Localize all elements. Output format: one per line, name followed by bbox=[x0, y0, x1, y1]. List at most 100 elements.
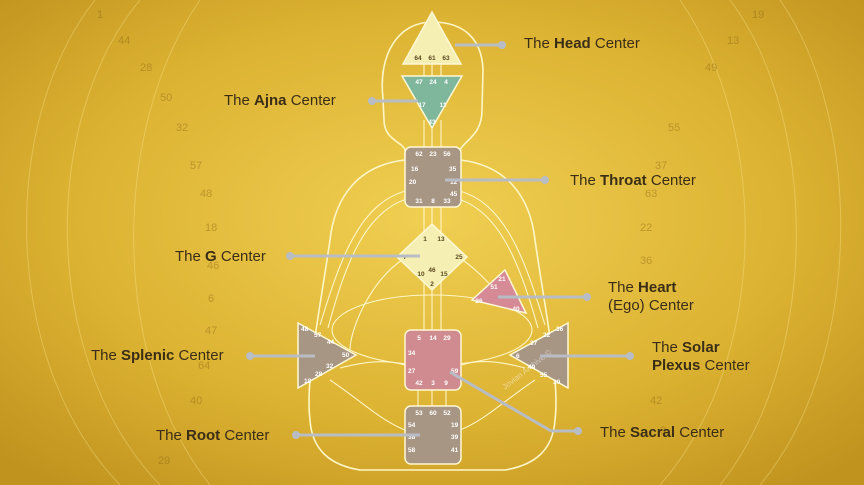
gate-label: 43 bbox=[428, 119, 436, 126]
background-number: 64 bbox=[198, 360, 211, 372]
label-suffix: Center bbox=[216, 248, 266, 265]
background-number: 48 bbox=[200, 188, 213, 200]
gate-label: 9 bbox=[444, 380, 448, 387]
label-suffix: Center bbox=[220, 427, 270, 444]
background-number: 47 bbox=[205, 325, 218, 337]
heart-center-label: The Heart (Ego) Center bbox=[608, 279, 694, 315]
throat-center: 62 23 56 16 35 20 12 45 31 8 33 bbox=[404, 146, 462, 208]
label-line2: (Ego) Center bbox=[608, 297, 694, 314]
head-center-label: The Head Center bbox=[524, 35, 640, 53]
label-suffix: Center bbox=[174, 347, 224, 364]
gate-label: 16 bbox=[411, 166, 419, 173]
label-prefix: The bbox=[608, 279, 639, 296]
gate-label: 34 bbox=[408, 350, 416, 357]
gate-label: 58 bbox=[408, 447, 416, 454]
label-prefix: The bbox=[224, 92, 255, 109]
gate-label: 53 bbox=[415, 410, 423, 417]
root-center-label: The Root Center bbox=[156, 427, 269, 445]
gate-label: 31 bbox=[415, 198, 423, 205]
background-number: 6 bbox=[208, 293, 215, 305]
label-bold: Sacral bbox=[630, 424, 676, 441]
gate-label: 50 bbox=[342, 352, 350, 359]
spleen-center: 48 57 44 50 32 28 18 bbox=[297, 321, 358, 390]
label-prefix: The bbox=[600, 424, 631, 441]
background-number: 57 bbox=[190, 160, 203, 172]
throat-center-label: The Throat Center bbox=[570, 172, 696, 190]
g-center: 1 13 7 25 10 15 2 46 bbox=[395, 222, 469, 292]
gate-label: 1 bbox=[423, 236, 427, 243]
gate-label: 64 bbox=[414, 55, 422, 62]
gate-label: 32 bbox=[326, 363, 334, 370]
gate-label: 38 bbox=[408, 434, 416, 441]
background-number: 36 bbox=[640, 255, 653, 267]
label-line2-bold: Plexus bbox=[652, 357, 701, 374]
gate-label: 27 bbox=[408, 368, 416, 375]
background-number: 42 bbox=[650, 395, 663, 407]
gate-label: 3 bbox=[431, 380, 435, 387]
background-number: 32 bbox=[176, 122, 189, 134]
solar-plexus-center-label: The Solar Plexus Center bbox=[652, 339, 750, 375]
background-number: 50 bbox=[160, 92, 173, 104]
gate-label: 8 bbox=[431, 198, 435, 205]
label-suffix: Center bbox=[286, 92, 336, 109]
gate-label: 48 bbox=[301, 326, 309, 333]
gate-label: 46 bbox=[428, 267, 436, 274]
gate-label: 15 bbox=[440, 271, 448, 278]
gate-label: 35 bbox=[449, 166, 457, 173]
gate-label: 6 bbox=[516, 353, 520, 360]
gate-label: 17 bbox=[418, 102, 426, 109]
gate-label: 57 bbox=[314, 332, 322, 339]
label-suffix: Center bbox=[590, 35, 640, 52]
background-number: 3 bbox=[660, 425, 667, 437]
label-prefix: The bbox=[524, 35, 555, 52]
label-bold: Throat bbox=[600, 172, 647, 189]
mandala-wheel-decoration bbox=[26, 0, 842, 485]
label-bold: Solar bbox=[682, 339, 720, 356]
gate-label: 40 bbox=[512, 306, 520, 313]
background-number: 1 bbox=[97, 9, 104, 21]
gate-label: 36 bbox=[556, 326, 564, 333]
gate-label: 39 bbox=[451, 434, 459, 441]
gate-label: 33 bbox=[443, 198, 451, 205]
label-suffix: Center bbox=[675, 424, 725, 441]
sacral-center-label: The Sacral Center bbox=[600, 424, 724, 442]
gate-label: 14 bbox=[429, 335, 437, 342]
ajna-center-label: The Ajna Center bbox=[224, 92, 336, 110]
head-center: 64 61 63 bbox=[401, 10, 463, 65]
label-prefix: The bbox=[91, 347, 122, 364]
gate-label: 19 bbox=[451, 422, 459, 429]
gate-label: 47 bbox=[415, 79, 423, 86]
label-bold: Head bbox=[554, 35, 591, 52]
gate-label: 55 bbox=[540, 372, 548, 379]
splenic-center-label: The Splenic Center bbox=[91, 347, 224, 365]
gate-label: 11 bbox=[440, 102, 447, 109]
label-bold: Root bbox=[186, 427, 221, 444]
gate-label: 23 bbox=[429, 151, 437, 158]
gate-label: 56 bbox=[443, 151, 451, 158]
background-number: 28 bbox=[140, 62, 153, 74]
gate-label: 62 bbox=[415, 151, 423, 158]
label-bold: Heart bbox=[638, 279, 677, 296]
gate-label: 21 bbox=[498, 276, 506, 283]
background-number: 49 bbox=[705, 62, 718, 74]
background-number: 22 bbox=[640, 222, 653, 234]
gate-label: 2 bbox=[430, 281, 434, 288]
label-bold: Ajna bbox=[254, 92, 287, 109]
gate-label: 42 bbox=[415, 380, 423, 387]
gate-label: 28 bbox=[315, 371, 323, 378]
gate-label: 52 bbox=[443, 410, 451, 417]
background-number: 40 bbox=[190, 395, 203, 407]
gate-label: 22 bbox=[543, 332, 551, 339]
gate-label: 18 bbox=[304, 378, 312, 385]
gate-label: 54 bbox=[408, 422, 416, 429]
background-number: 13 bbox=[727, 35, 740, 47]
background-number: 18 bbox=[205, 222, 218, 234]
gate-label: 4 bbox=[444, 79, 448, 86]
gate-label: 26 bbox=[475, 298, 483, 305]
label-prefix: The bbox=[175, 248, 206, 265]
gate-label: 30 bbox=[553, 379, 561, 386]
connector-lines bbox=[246, 41, 634, 439]
gate-label: 5 bbox=[417, 335, 421, 342]
gate-label: 60 bbox=[429, 410, 437, 417]
